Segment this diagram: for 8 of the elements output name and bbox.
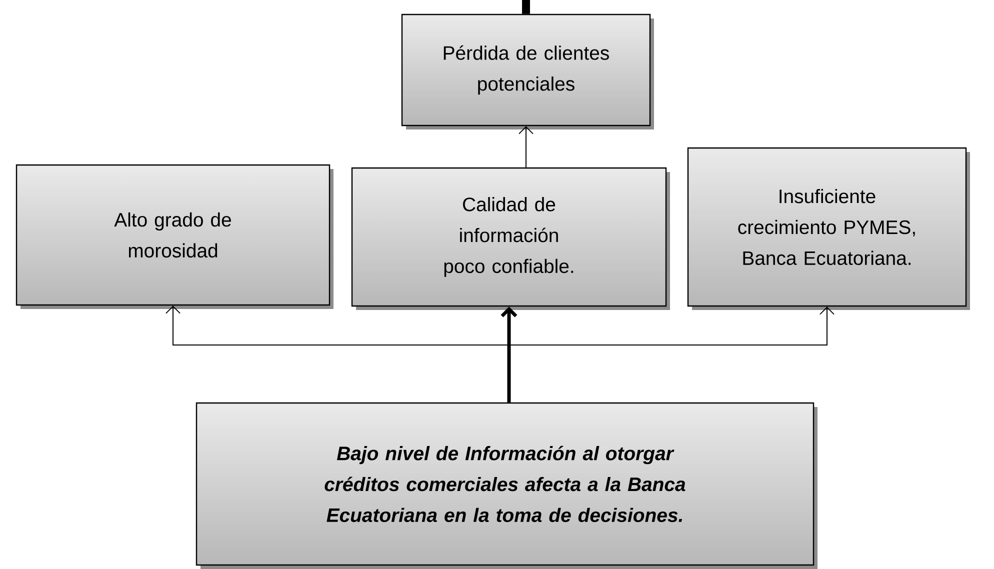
process-box: Insuficiente crecimiento PYMES, Banca Ecuatoriana. (687, 147, 970, 310)
process-box: Alto grado de morosidad (16, 164, 334, 309)
arrow (500, 306, 518, 402)
arrow (518, 126, 534, 168)
process-box: Bajo nivel de Información al otorgar créditos comerciales afecta a la Banca Ecuatoriana en la toma de decisiones. (196, 402, 818, 569)
process-box: Pérdida de clientes potenciales (401, 14, 654, 130)
arrow (508, 306, 834, 403)
process-box: Calidad de información poco confiable. (351, 167, 670, 310)
